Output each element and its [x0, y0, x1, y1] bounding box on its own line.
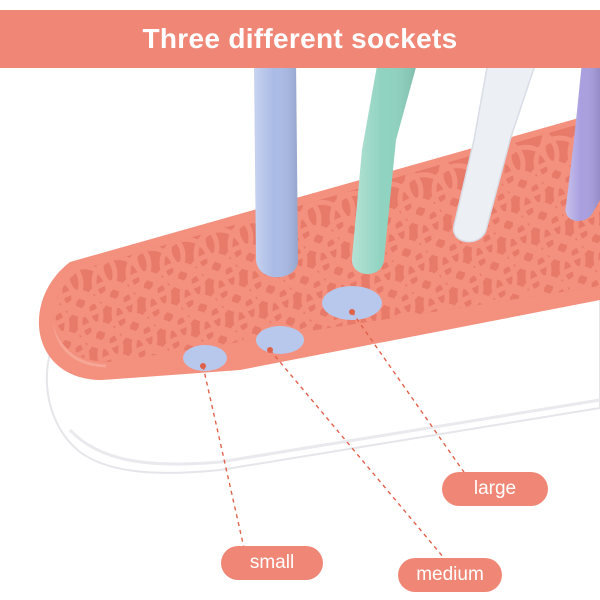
socket-petal [0, 358, 46, 406]
socket-large [322, 286, 382, 320]
socket-petal [63, 337, 117, 362]
socket-petal [97, 328, 151, 362]
banner-title: Three different sockets [142, 23, 458, 54]
socket-petal [0, 326, 26, 374]
socket-petal [0, 269, 47, 317]
label-small: small [221, 546, 323, 580]
socket-petal [90, 353, 144, 362]
toothbrush-white [453, 61, 538, 243]
socket-petal [593, 231, 600, 285]
socket-petal [131, 319, 185, 362]
socket-medium [256, 326, 304, 354]
toothbrush-green [351, 60, 418, 275]
socket-petal [53, 330, 90, 362]
socket-petal [0, 294, 6, 342]
title-banner: Three different sockets [0, 10, 600, 68]
socket-petal [124, 344, 178, 362]
socket-petal [0, 278, 13, 326]
socket-petal [0, 285, 40, 333]
socket-petal [53, 273, 77, 327]
callout-lines [202, 311, 469, 559]
toothbrush-purple [565, 62, 600, 221]
socket-petal [53, 298, 70, 352]
toothbrush-blue [254, 60, 298, 278]
socket-petal [185, 341, 239, 362]
socket-small [183, 345, 227, 371]
socket-petal [573, 199, 600, 253]
label-large: large [442, 472, 548, 506]
label-medium: medium [398, 558, 502, 592]
socket-petal [0, 310, 33, 358]
